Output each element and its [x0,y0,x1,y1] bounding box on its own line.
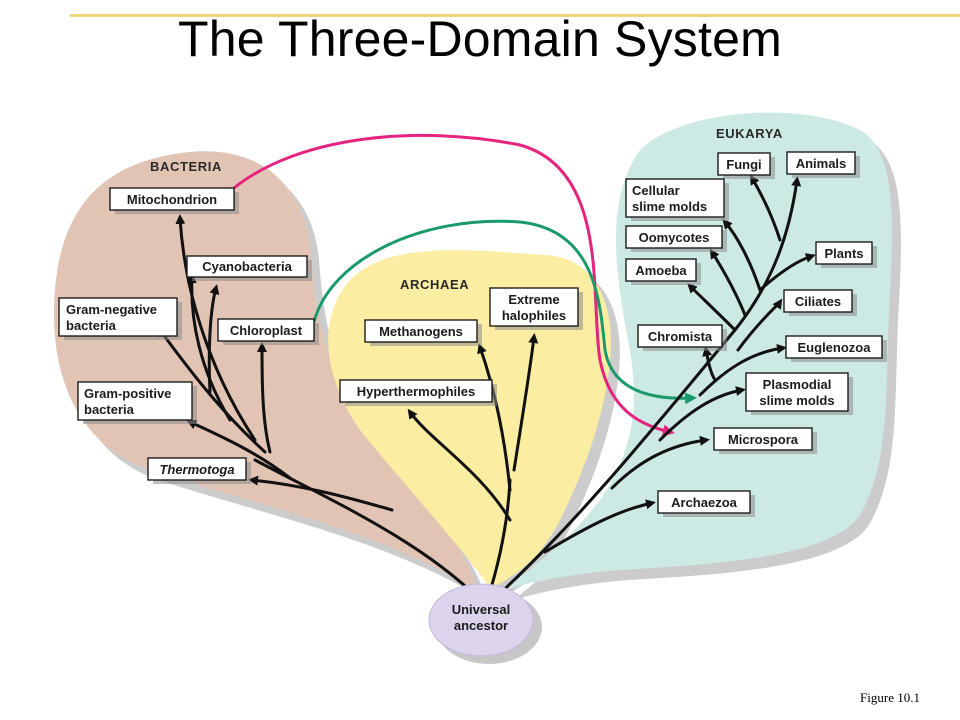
eukarya-region [505,112,892,590]
node-plants [815,241,873,265]
gram-positive-label-1: Gram-positive [84,386,171,401]
node-microspora [713,427,813,451]
node-euglenozoa [785,335,883,359]
branch-gram-negative [157,326,267,454]
bacteria-nodes: Mitochondrion Cyanobacteria Gram-negativ… [58,187,319,484]
node-fungi [717,152,771,176]
plasmodial-slime-molds-label-1: Plasmodial [763,377,832,392]
eukarya-branches [493,174,816,600]
top-rule [70,14,960,17]
branch-extreme-halophiles [512,333,539,472]
branch-chromista [702,346,717,382]
node-cellular-slime-molds [625,178,725,218]
extreme-halophiles-label-1: Extreme [508,292,559,307]
archaezoa-label: Archaezoa [671,495,738,510]
methanogens-label: Methanogens [379,324,463,339]
branch-microspora [610,435,710,490]
branch-oomycotes [709,248,747,317]
euglenozoa-label: Euglenozoa [798,340,872,355]
branch-ciliates [736,298,783,352]
branch-fungi [749,174,782,242]
node-amoeba [625,258,697,282]
bacteria-region [53,151,476,590]
chloroplast-label: Chloroplast [230,323,303,338]
branch-plasmodial [658,386,746,442]
mitochondrion-label: Mitochondrion [127,192,217,207]
archaea-nodes: Methanogens Extreme halophiles Hyperther… [339,287,583,406]
branch-archaezoa [543,499,656,554]
cellular-slime-molds-label-2: slime molds [632,199,707,214]
branch-methanogens [477,343,512,492]
universal-ancestor-line-1: Universal [452,602,511,617]
universal-ancestor-node [428,583,534,657]
amoeba-label: Amoeba [635,263,687,278]
gram-negative-label-1: Gram-negative [66,302,157,317]
branch-plants [758,253,816,292]
branch-amoeba [687,283,737,332]
fungi-label: Fungi [726,157,761,172]
figure-label: Figure 10.1 [860,690,920,705]
plasmodial-slime-molds-label-2: slime molds [759,393,834,408]
microspora-label: Microspora [728,432,799,447]
node-thermotoga [147,457,247,481]
node-archaezoa [657,490,751,514]
node-methanogens [364,319,478,343]
chromista-label: Chromista [648,329,713,344]
node-mitochondrion [109,187,235,211]
node-plasmodial-slime-molds [745,372,849,412]
node-extreme-halophiles [489,287,579,327]
node-chromista [637,324,723,348]
chloroplast-transfer-arrow [312,219,697,405]
gram-positive-label-2: bacteria [84,402,135,417]
branch-euglenozoa [698,343,787,397]
domain-regions [53,112,901,600]
node-hyperthermophiles [339,379,493,403]
animals-label: Animals [796,156,847,171]
node-ciliates [783,289,853,313]
node-oomycotes [625,225,723,249]
branch-eukarya-trunk [493,176,802,600]
branch-chloroplast [257,342,272,454]
mitochondrion-transfer-arrow [233,133,675,437]
branch-cellular-slime-molds [722,218,762,292]
cyanobacteria-label: Cyanobacteria [202,259,292,274]
bacteria-branches [157,214,482,602]
plants-label: Plants [824,246,863,261]
bacteria-label: BACTERIA [150,159,222,174]
branch-hyperthermophiles [407,408,512,522]
eukarya-label: EUKARYA [716,126,783,141]
eukarya-nodes: Fungi Animals Cellular slime molds Oomyc… [625,151,887,517]
branch-cyano-side [207,284,220,394]
node-gram-positive [77,381,193,421]
archaea-label: ARCHAEA [400,277,469,292]
node-chloroplast [217,318,315,342]
cellular-slime-molds-label-1: Cellular [632,183,680,198]
extreme-halophiles-label-2: halophiles [502,308,566,323]
ciliates-label: Ciliates [795,294,841,309]
branch-cyanobacteria [186,273,232,422]
hyperthermophiles-label: Hyperthermophiles [357,384,475,399]
branch-gram-positive [186,419,292,480]
thermotoga-label: Thermotoga [159,462,234,477]
oomycotes-label: Oomycotes [639,230,710,245]
node-animals [786,151,856,175]
node-gram-negative [58,297,178,337]
branch-thermotoga [248,475,394,512]
gram-negative-label-2: bacteria [66,318,117,333]
universal-ancestor-line-2: ancestor [454,618,508,633]
slide-title: The Three-Domain System [178,11,782,67]
branch-mitochondrion [175,214,257,442]
node-cyanobacteria [186,255,308,278]
